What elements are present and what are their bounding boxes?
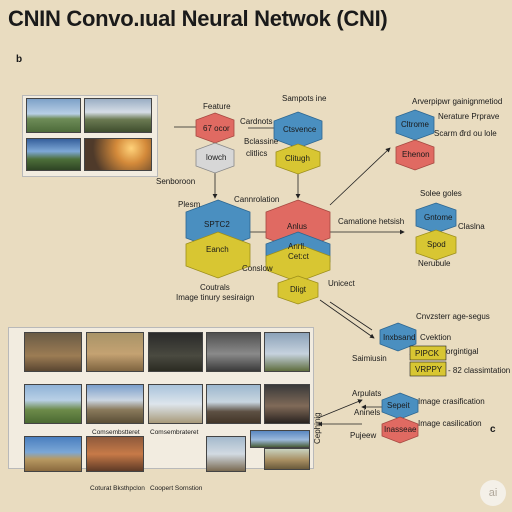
hex-text-h15: Sepeit <box>387 401 410 410</box>
hex-spod-yellow <box>415 229 457 261</box>
label-sampots: Sampots ine <box>282 94 327 103</box>
label-cephinig: Cephinig <box>313 412 322 444</box>
hex-conv-yellow <box>185 231 251 279</box>
sunset-photo <box>84 138 152 171</box>
goat-photo-1 <box>206 332 261 372</box>
hex-text-h10: Cltrome <box>401 120 430 129</box>
panel-letter-c: c <box>490 424 496 435</box>
hex-text-h4: Clitugh <box>285 154 310 163</box>
rocky-photo <box>86 384 144 424</box>
label-cnvzsterr: Cnvzsterr age-segus <box>416 312 490 321</box>
label-nerature: Nerature Prprave <box>438 112 500 121</box>
hex-text-h14: Inxbsand <box>383 333 416 342</box>
label-unicect: Unicect <box>328 279 355 288</box>
hex-text-h9: Dligt <box>290 285 307 294</box>
rect-pipck <box>409 345 447 361</box>
label-image-crasification: Image crasification <box>418 397 485 406</box>
label-image-casilication: Image casilication <box>418 419 482 428</box>
hex-text-h16: Inasseae <box>384 425 417 434</box>
hex-sample-yellow <box>275 143 321 175</box>
label-coutrals: Coutrals <box>200 283 230 292</box>
hex-text-h5: SPTC2 <box>204 220 230 229</box>
label-feature: Feature <box>203 102 231 111</box>
label-orgintigal: orgintigal <box>446 347 479 356</box>
deer-photo-2 <box>148 332 203 372</box>
hex-text-h11: Ehenon <box>402 150 430 159</box>
label-coturat: Coturat Bksthpclon <box>90 485 145 492</box>
label-comsembrateret: Comsembrateret <box>150 429 199 436</box>
hex-inxbsand-blue <box>379 322 417 352</box>
label-cannrolation: Cannrolation <box>234 195 280 204</box>
mountain-photo-1 <box>26 98 81 133</box>
label-nerubule: Nerubule <box>418 259 451 268</box>
horse-photo <box>264 448 310 470</box>
hex-text-h7: Anlus <box>287 222 308 231</box>
label-camatione: Camatione hetsish <box>338 217 405 226</box>
person-photo <box>206 436 246 472</box>
label-comsembsteret: Comsembstteret <box>92 429 140 436</box>
label-arverp: Arverpipwr gainignmetiod <box>412 97 503 106</box>
label-scarm: Scarm đrd ou lole <box>434 129 497 138</box>
ai-watermark-badge: ai <box>480 480 506 506</box>
ox-photo <box>86 436 144 472</box>
hex-text-h2: lowch <box>206 153 227 162</box>
hex-text-h6: Eanch <box>206 245 229 254</box>
hex-inasseae-red <box>381 416 419 444</box>
goat-photo-2 <box>148 384 203 424</box>
label-coopert: Coopert Sornstion <box>150 485 203 492</box>
hex-feature-grey <box>195 142 235 174</box>
label-aninels: Aninels <box>354 408 381 417</box>
deer-photo-1 <box>86 332 144 372</box>
label-conslow: Conslow <box>242 264 273 273</box>
label-image-tinury: Image tinury sesiraign <box>176 293 255 302</box>
hex-text-h12: Gntome <box>424 213 453 222</box>
label-pujeew: Pujeew <box>350 431 377 440</box>
hex-ehenon-red <box>395 139 435 171</box>
label-arpulats: Arpulats <box>352 389 382 398</box>
mountain-photo-3 <box>26 138 81 171</box>
people-photo <box>264 384 310 424</box>
label-plesm: Plesm <box>178 200 201 209</box>
valley-photo <box>24 384 82 424</box>
hex-text-h13: Spod <box>427 240 446 249</box>
label-cvektion: Cvektion <box>420 333 452 342</box>
label-solee: Solee goles <box>420 189 462 198</box>
lake-photo <box>250 430 310 448</box>
cattle-photo <box>24 436 82 472</box>
hex-text-h8: Anrll. Cet:ct <box>288 242 309 261</box>
dog-photo <box>24 332 82 372</box>
hex-text-h3: Ctsvence <box>283 125 317 134</box>
label-classimtation: - 82 classimtation <box>448 366 511 375</box>
rect-vrppy <box>409 361 447 377</box>
label-cardnots: Cardnots <box>240 117 273 126</box>
label-senboroon: Senboroon <box>156 177 196 186</box>
label-clitlics: clitlics <box>246 149 268 158</box>
hex-dligt-yellow <box>277 275 319 305</box>
panel-letter-b: b <box>16 54 23 65</box>
page-title: CNIN Convo.ıual Neural Netwok (CNI) <box>8 6 388 31</box>
deer-photo-3 <box>264 332 310 372</box>
label-claslna: Claslna <box>458 222 485 231</box>
hex-text-h1: 67 ocor <box>203 124 230 133</box>
rect-text-vrppy: VRPPY <box>415 365 443 374</box>
label-saimiusin: Saimiusin <box>352 354 387 363</box>
mountain-photo-2 <box>84 98 152 133</box>
rect-text-pipck: PIPCK <box>415 349 440 358</box>
label-bclassine: Bclassine <box>244 137 279 146</box>
goat-photo-3 <box>206 384 261 424</box>
